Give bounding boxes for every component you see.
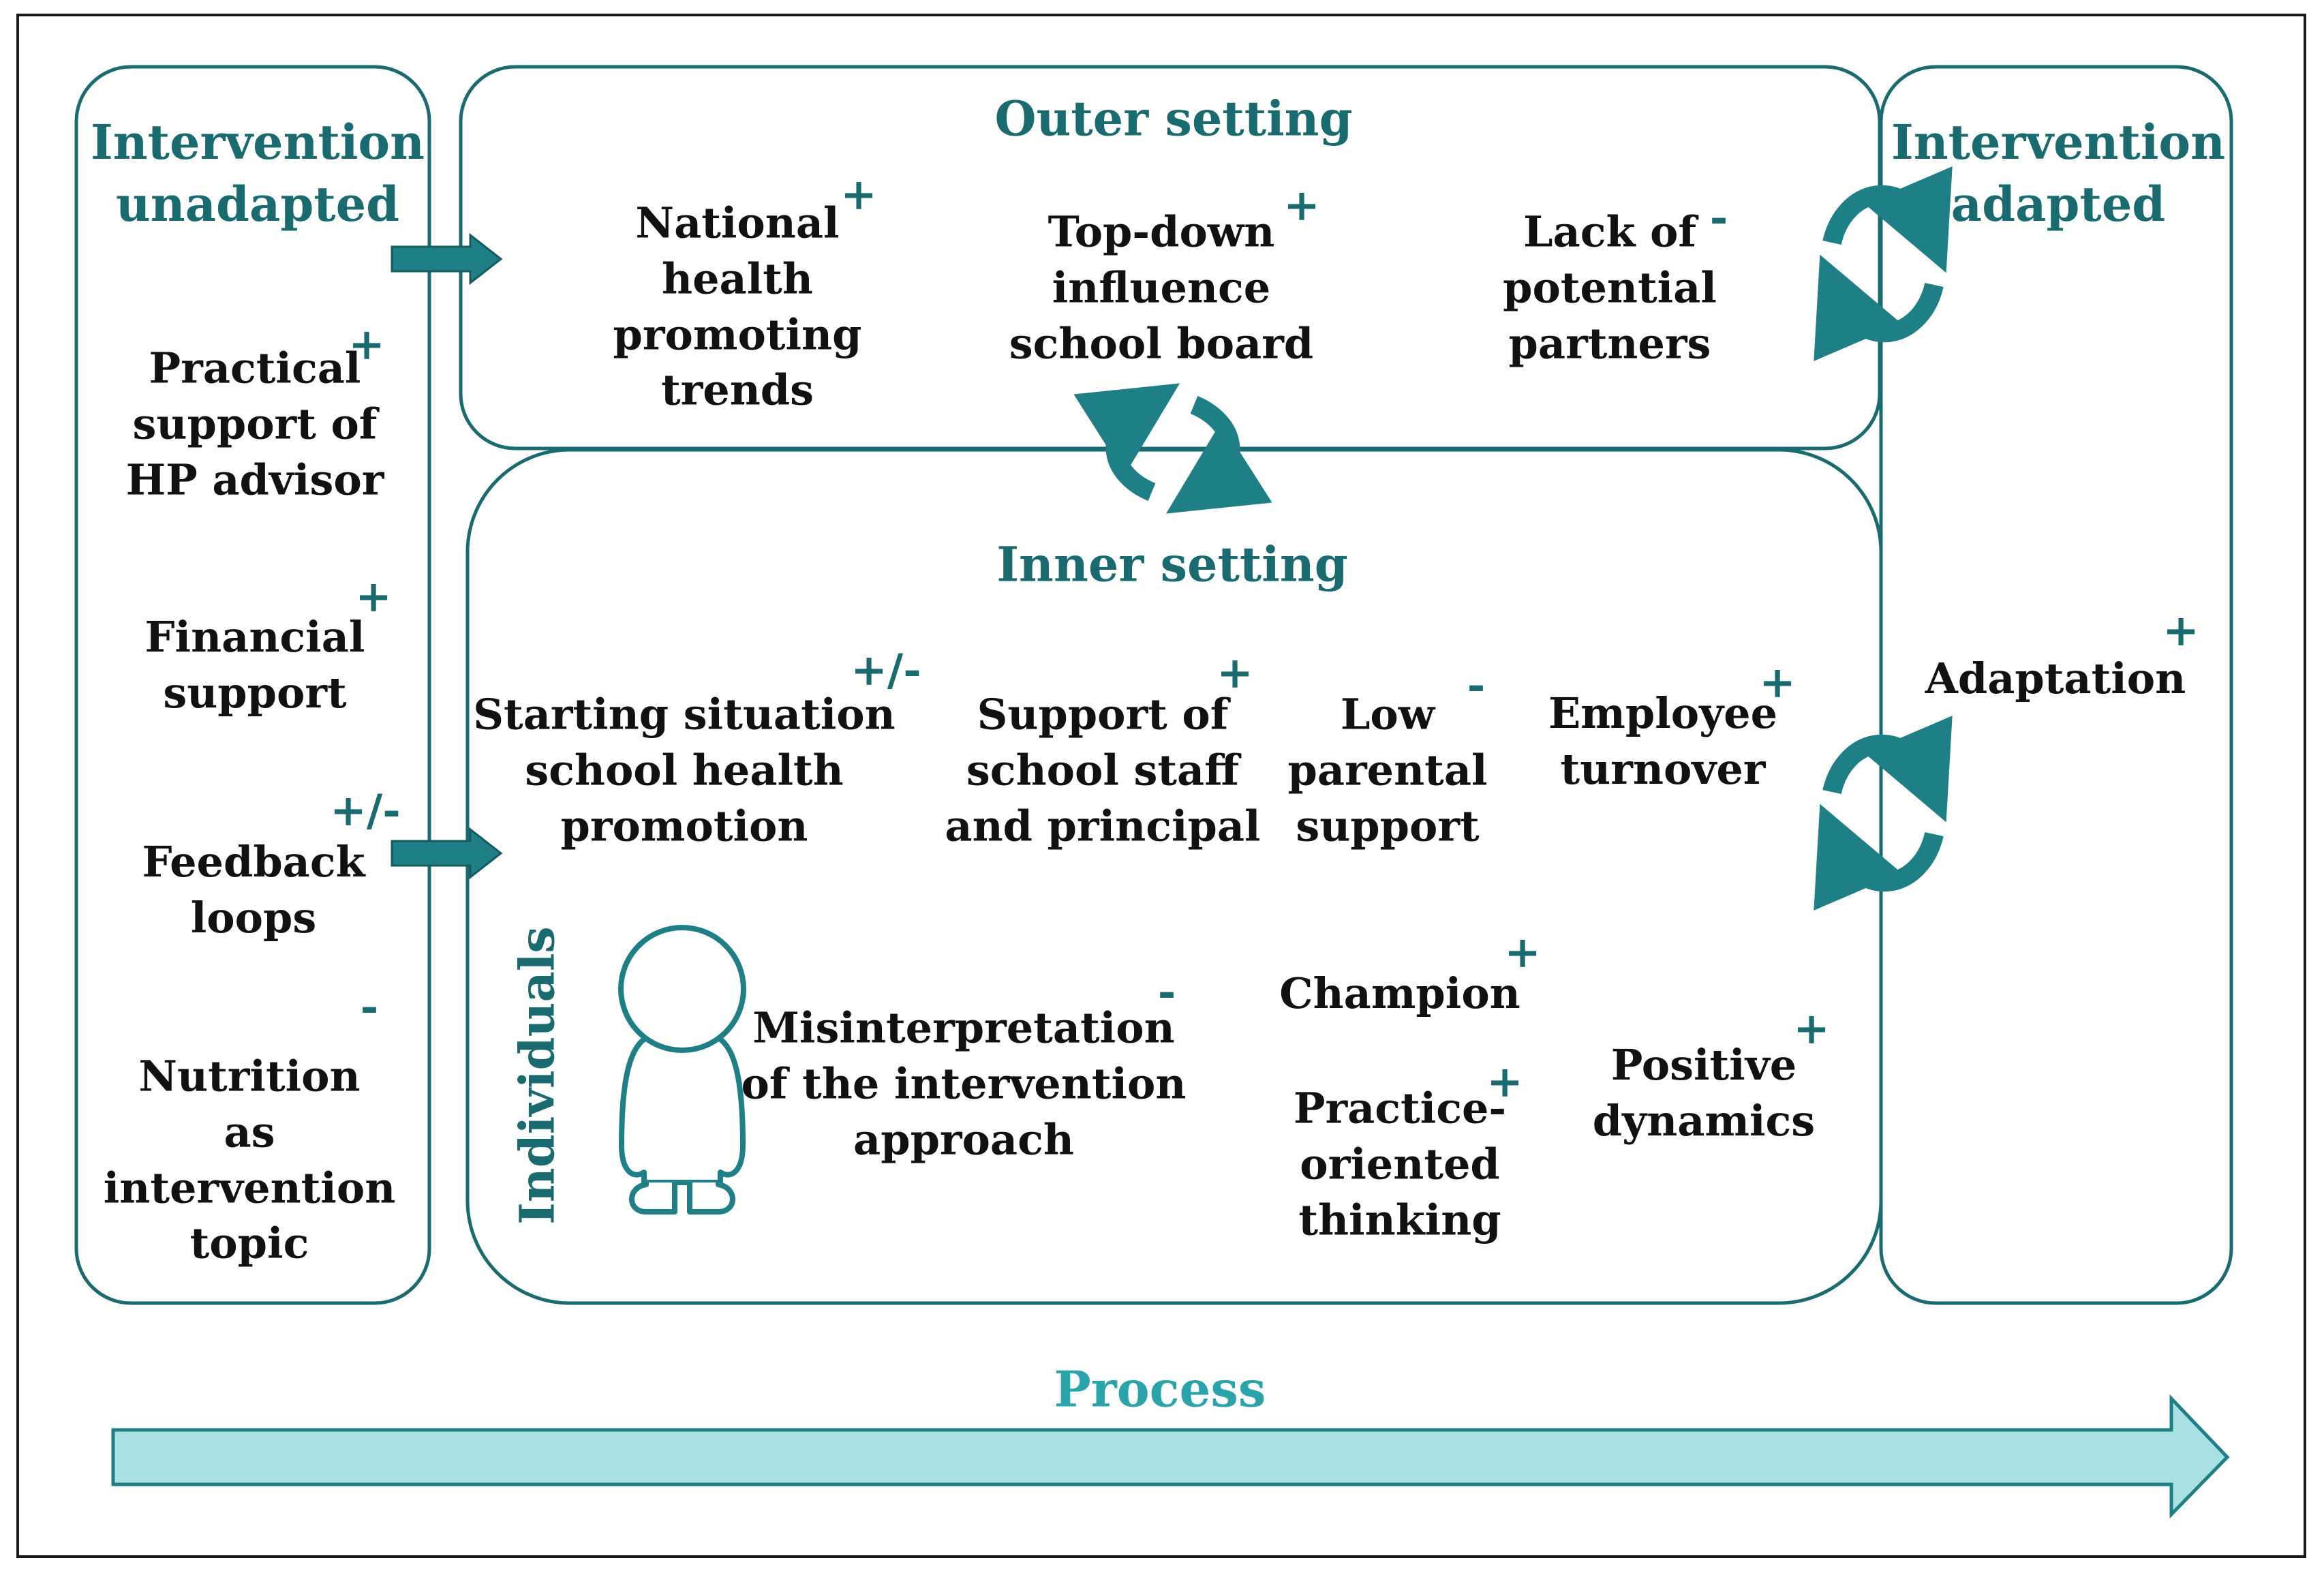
- process-arrow-icon: [111, 1394, 2230, 1519]
- sign-misinterpretation: -: [1157, 966, 1176, 1018]
- sign-national-trends: +: [840, 169, 877, 220]
- right-arrow-icon-inner: [391, 827, 503, 880]
- figure-frame: [16, 14, 2306, 1558]
- sign-champion: +: [1504, 927, 1541, 978]
- outer-setting-title: Outer setting: [994, 90, 1353, 147]
- sign-adaptation: +: [2162, 605, 2199, 656]
- sign-lack-of-partners: -: [1709, 192, 1728, 243]
- individuals-label: Individuals: [508, 926, 566, 1225]
- person-outline-icon: [618, 925, 746, 1215]
- sign-support-school-staff: +: [1217, 647, 1253, 699]
- sign-practical-support: +: [348, 319, 385, 370]
- circular-arrows-icon-outer-right: [1814, 166, 1953, 361]
- sign-financial-support: +: [355, 571, 392, 622]
- sign-starting-situation: +/-: [851, 645, 921, 696]
- right-box-intervention-adapted: [1879, 65, 2233, 1305]
- sign-nutrition-topic: -: [360, 981, 379, 1033]
- inner-setting-title: Inner setting: [996, 536, 1348, 593]
- right-arrow-icon-outer: [391, 232, 503, 286]
- sign-feedback-loops: +/-: [330, 785, 401, 836]
- sign-employee-turnover: +: [1759, 657, 1796, 708]
- left-box-intervention-unadapted: [74, 65, 431, 1305]
- sign-top-down-influence: +: [1283, 180, 1320, 231]
- factor-adaptation: Adaptation: [1925, 654, 2186, 704]
- sign-low-parental-support: -: [1467, 660, 1486, 711]
- circular-arrows-icon-between-settings: [1073, 383, 1272, 514]
- process-label: Process: [1054, 1360, 1266, 1418]
- factor-champion: Champion: [1279, 968, 1520, 1019]
- sign-positive-dynamics: +: [1793, 1003, 1830, 1054]
- sign-practice-oriented: +: [1486, 1056, 1523, 1108]
- circular-arrows-icon-inner-right: [1814, 716, 1953, 911]
